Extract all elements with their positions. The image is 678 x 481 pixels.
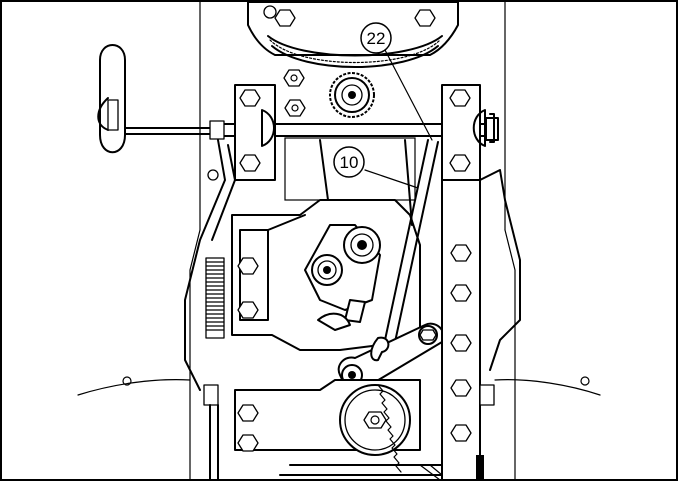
right-wheel xyxy=(494,376,601,396)
handle-lever xyxy=(97,44,219,154)
callout-22-label: 22 xyxy=(367,29,386,48)
frame-rails xyxy=(189,1,516,481)
left-side-rod xyxy=(184,139,236,481)
right-side-plate xyxy=(441,169,521,481)
gear-housing xyxy=(247,1,459,68)
callout-22-leader xyxy=(384,49,433,141)
pinion-gear xyxy=(283,69,375,118)
callout-10-label: 10 xyxy=(340,153,359,172)
callout-10-leader xyxy=(364,169,419,189)
cross-shaft xyxy=(209,84,499,181)
callout-22: 22 xyxy=(360,22,392,54)
callout-10: 10 xyxy=(333,146,365,178)
lower-pulley xyxy=(234,379,481,481)
cam-assembly xyxy=(304,224,381,331)
callout-10-circle xyxy=(333,146,365,178)
left-wheel xyxy=(77,376,191,396)
linkage-arm xyxy=(337,139,445,390)
callout-22-circle xyxy=(360,22,392,54)
